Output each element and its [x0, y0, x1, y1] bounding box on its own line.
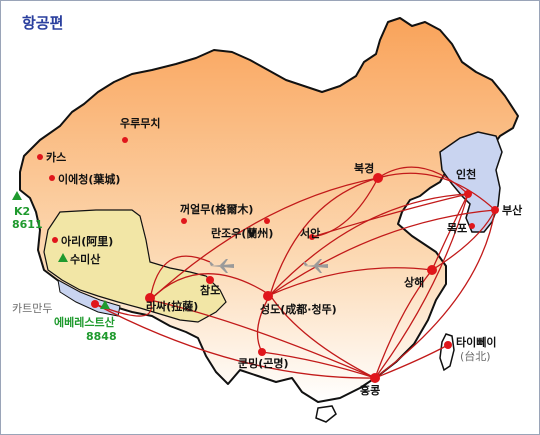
- city-label-incheon: 인천: [456, 167, 476, 181]
- airplane-icon: [303, 259, 328, 273]
- route-line: [431, 209, 496, 271]
- city-dot-icon: [206, 276, 214, 284]
- route-line: [431, 193, 469, 271]
- city-dot-icon: [263, 291, 273, 301]
- mountain-label-k2: K2: [14, 205, 30, 218]
- city-dots: [37, 137, 499, 383]
- tibet-region: [43, 209, 227, 323]
- city-dot-icon: [145, 293, 155, 303]
- city-dot-icon: [370, 373, 380, 383]
- city-dot-icon: [491, 206, 499, 214]
- mountain-height-everest: 8848: [86, 330, 117, 343]
- mountain-icon: [12, 191, 22, 200]
- city-label-xian: 서안: [300, 226, 320, 240]
- route-line: [261, 351, 376, 379]
- city-label-golmud: 꺼얼무(格爾木): [180, 202, 253, 216]
- city-label-taipei: 타이뻬이: [456, 335, 496, 349]
- route-line: [269, 267, 433, 296]
- city-label-urumqi: 우루무치: [120, 116, 160, 130]
- taiwan-island: [439, 333, 455, 372]
- mountain-label-sumishan: 수미산: [70, 252, 100, 266]
- route-line: [269, 209, 496, 296]
- mountain-icon: [100, 300, 110, 309]
- route-line: [374, 193, 469, 379]
- city-dot-icon: [49, 175, 55, 181]
- city-dot-icon: [469, 223, 475, 229]
- hainan-island: [315, 405, 337, 423]
- city-label-kashgar: 카스: [46, 150, 66, 164]
- route-line: [311, 177, 379, 238]
- city-label-kathmandu: 카트만두: [12, 302, 52, 315]
- city-label-ali: 아리(阿里): [61, 234, 113, 248]
- city-dot-icon: [52, 237, 58, 243]
- city-dot-icon: [373, 173, 383, 183]
- route-line: [94, 303, 376, 379]
- city-label-lhasa: 라싸(拉薩): [146, 299, 198, 313]
- route-line: [311, 193, 469, 238]
- city-dot-icon: [181, 218, 187, 224]
- airplane-icon: [209, 259, 234, 273]
- mountain-icon: [58, 253, 68, 262]
- city-dot-icon: [309, 234, 315, 240]
- city-dot-icon: [122, 137, 128, 143]
- city-label-taipei-han: (台北): [460, 349, 491, 363]
- city-dot-icon: [37, 154, 43, 160]
- city-label-busan: 부산: [502, 203, 522, 217]
- route-line: [377, 172, 496, 211]
- city-dot-icon: [464, 190, 472, 198]
- route-line: [269, 177, 379, 296]
- city-label-hongkong: 홍콩: [360, 383, 380, 397]
- route-line: [149, 177, 379, 301]
- city-dot-icon: [258, 348, 266, 356]
- route-line: [377, 166, 469, 195]
- route-line: [149, 299, 376, 379]
- route-line: [374, 269, 433, 379]
- map-title: 항공편: [22, 14, 63, 32]
- city-label-chamdo: 참도: [200, 283, 220, 297]
- mountain-height-k2: 8611: [12, 218, 43, 231]
- flight-routes: [94, 166, 496, 379]
- route-line: [269, 294, 376, 379]
- route-line: [269, 193, 469, 296]
- city-label-lanzhou: 란조우(蘭州): [211, 226, 273, 240]
- mountain-label-everest: 에베레스트산: [54, 315, 115, 329]
- city-dot-icon: [91, 300, 99, 308]
- city-label-mokpo: 목포: [447, 222, 467, 235]
- city-label-chengdu: 성도(成都·청뚜): [260, 302, 337, 316]
- city-dot-icon: [264, 218, 270, 224]
- city-label-shanghai: 상해: [404, 275, 424, 289]
- route-line: [374, 344, 449, 379]
- city-label-yecheng: 이에청(葉城): [58, 172, 120, 186]
- city-dot-icon: [427, 265, 437, 275]
- route-line: [374, 209, 496, 379]
- city-label-kunming: 쿤밍(곤명): [238, 356, 289, 370]
- city-dot-icon: [444, 341, 452, 349]
- city-label-beijing: 북경: [354, 161, 374, 175]
